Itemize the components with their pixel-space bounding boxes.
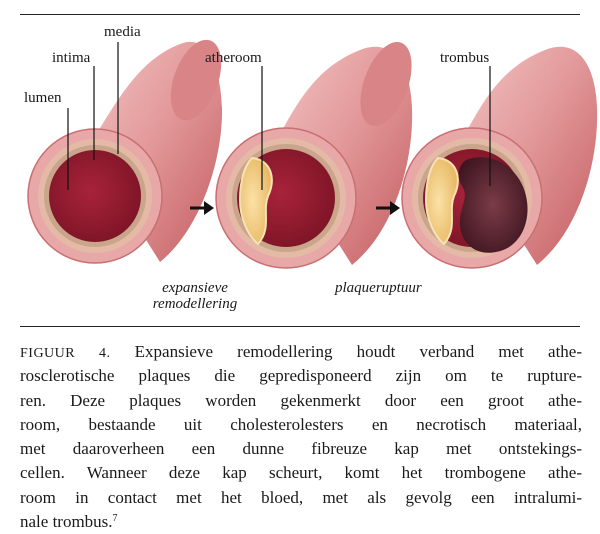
caption-line: met daaroverheen een dunne fibreuze kap …: [20, 439, 582, 459]
caption-line: cellen. Wanneer deze kap scheurt, komt h…: [20, 463, 582, 483]
caption-line: FIGUUR 4. Expansieve remodellering houdt…: [20, 342, 582, 361]
expansieve-word: expansieve: [162, 280, 228, 296]
artery-illustration: [27, 39, 598, 269]
remodellering-word: remodellering: [152, 296, 238, 312]
expansive-remodelling-label: expansieve remodellering: [140, 280, 250, 312]
trombus-label: trombus: [440, 50, 490, 66]
plaque-rupture-label: plaqueruptuur: [335, 280, 422, 296]
top-rule: [20, 14, 580, 15]
arrow-right-icon: [190, 201, 214, 215]
footnote-ref: 7: [112, 513, 118, 525]
caption-line: room, bestaande uit cholesterolesters en…: [20, 414, 582, 434]
media-label: media: [104, 24, 141, 40]
atheroom-label: atheroom: [205, 50, 262, 66]
figure-number: FIGUUR 4.: [20, 346, 111, 361]
caption-rule: [20, 326, 580, 327]
caption-line: room in contact met het bloed, met als g…: [20, 487, 582, 507]
caption-line: rosclerotische plaques die gepredisponee…: [20, 366, 582, 386]
arrow-right-icon: [376, 201, 400, 215]
intima-label: intima: [52, 50, 91, 66]
caption-line: nale trombus.7: [20, 512, 118, 532]
figure-caption: FIGUUR 4. Expansieve remodellering houdt…: [20, 340, 582, 534]
vessel-expansive-remodelling: [215, 41, 413, 269]
caption-line: ren. Deze plaques worden gekenmerkt door…: [20, 390, 582, 410]
vessel-plaque-rupture: [401, 46, 598, 269]
lumen-label: lumen: [24, 90, 62, 106]
vessel-normal: [27, 39, 223, 264]
